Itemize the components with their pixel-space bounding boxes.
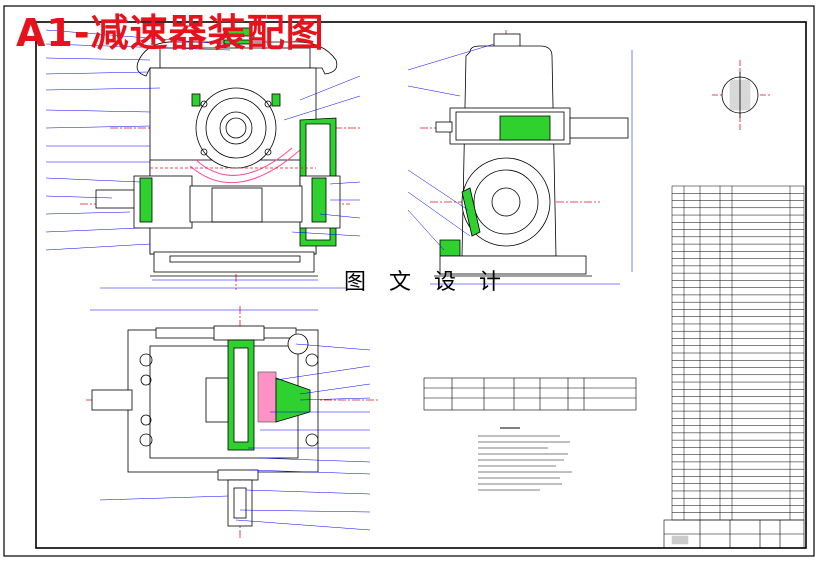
drawing-title: A1-减速器装配图 bbox=[16, 11, 325, 55]
tech-requirements-icon bbox=[478, 427, 572, 491]
gearbox-front-view-icon bbox=[45, 27, 361, 290]
parts-list-table-icon bbox=[671, 185, 805, 521]
outer-border bbox=[3, 5, 815, 557]
inner-border bbox=[35, 21, 807, 549]
watermark-text: 图 文 设 计 bbox=[344, 270, 509, 295]
spec-table-icon bbox=[423, 377, 637, 411]
shaft-section-icon bbox=[712, 60, 770, 130]
gearbox-side-view-icon bbox=[407, 30, 633, 285]
gearbox-top-view-icon bbox=[86, 306, 380, 540]
title-block-icon bbox=[663, 519, 805, 549]
